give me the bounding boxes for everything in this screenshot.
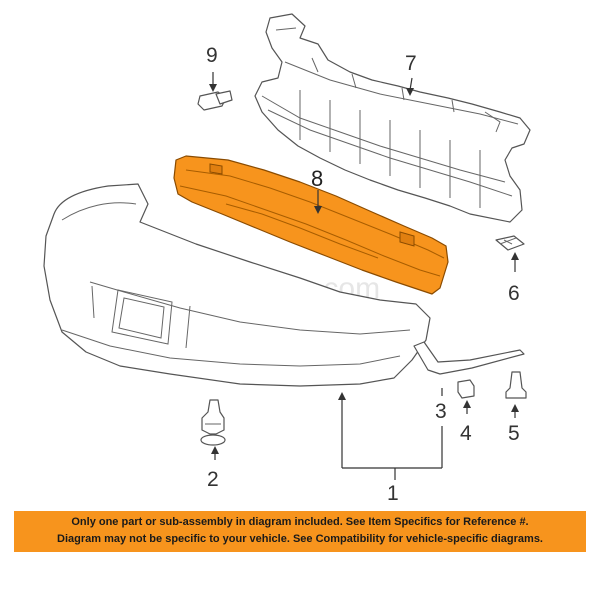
- push-pin-2-part: [200, 399, 226, 446]
- callout-2: 2: [207, 468, 219, 491]
- callout-8: 8: [311, 166, 323, 191]
- callout-4: 4: [460, 422, 472, 445]
- callout-3: 3: [435, 400, 447, 423]
- leader-lines: [209, 72, 519, 480]
- fastener-9-part: [197, 90, 233, 111]
- push-pin-5-part: [505, 371, 527, 399]
- notice-banner: Only one part or sub-assembly in diagram…: [14, 511, 586, 552]
- callout-6: 6: [508, 282, 520, 305]
- reinforcement-bar-shape: [173, 155, 449, 295]
- bumper-cover-part: [43, 183, 431, 387]
- reinforcement-bar-part: [173, 155, 449, 295]
- notice-line-1: Only one part or sub-assembly in diagram…: [71, 516, 529, 528]
- notice-background: [14, 511, 586, 552]
- notice-line-2: Diagram may not be specific to your vehi…: [57, 533, 543, 545]
- retainer-4-part: [457, 379, 475, 399]
- callout-5: 5: [508, 422, 520, 445]
- callout-9: 9: [206, 44, 218, 67]
- callout-1: 1: [387, 482, 399, 505]
- molding-strip-part: [413, 341, 525, 375]
- energy-absorber-part: [254, 13, 531, 223]
- clip-6-part: [495, 235, 525, 251]
- callout-7: 7: [405, 52, 417, 75]
